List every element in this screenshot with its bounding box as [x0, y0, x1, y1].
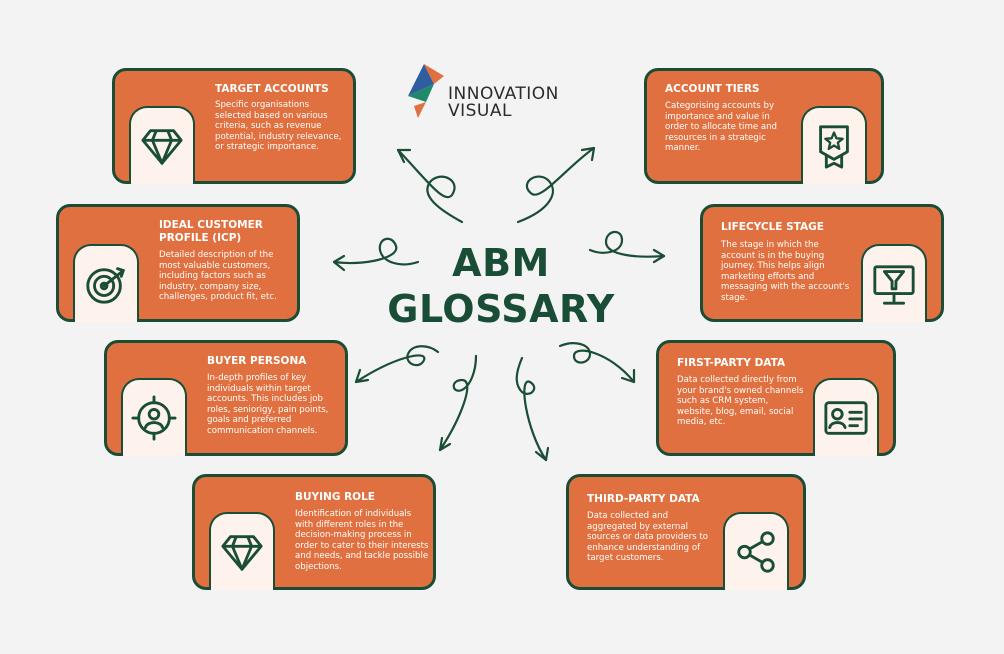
card-title: BUYER PERSONA	[207, 355, 307, 367]
persona-target-icon	[131, 395, 177, 441]
monitor-funnel-icon	[873, 265, 915, 305]
logo-line-1: INNOVATION	[448, 84, 559, 104]
card-buyer-persona: BUYER PERSONA In-depth profiles of key i…	[104, 340, 348, 456]
diamond-icon	[141, 129, 183, 165]
card-title: ACCOUNT TIERS	[665, 83, 760, 95]
card-third-party-data: THIRD-PARTY DATA Data collected and aggr…	[566, 474, 806, 590]
badge-star-icon	[819, 125, 849, 169]
card-description: The stage in which the account is in the…	[721, 240, 850, 303]
arrow-target-accounts	[396, 148, 464, 224]
card-description: Detailed description of the most valuabl…	[159, 250, 277, 303]
card-title: IDEAL CUSTOMER PROFILE (ICP)	[159, 219, 263, 244]
card-buying-role: BUYING ROLE Identification of individual…	[192, 474, 436, 590]
card-icon-box	[209, 512, 275, 590]
card-icon-box	[121, 378, 187, 456]
diamond-icon	[221, 535, 263, 571]
logo-text: INNOVATION VISUAL	[448, 86, 559, 120]
diagram-title: ABM GLOSSARY	[386, 240, 616, 332]
target-arrow-icon	[86, 267, 126, 304]
card-title: BUYING ROLE	[295, 491, 375, 503]
card-title: TARGET ACCOUNTS	[215, 83, 329, 95]
arrow-account-tiers	[516, 146, 596, 224]
card-description: Identification of individuals with diffe…	[295, 509, 429, 572]
card-icon-box	[723, 512, 789, 590]
card-title: THIRD-PARTY DATA	[587, 493, 700, 505]
id-card-icon	[824, 401, 868, 435]
card-icon-box	[813, 378, 879, 456]
share-icon	[737, 531, 775, 573]
card-first-party-data: FIRST-PARTY DATA Data collected directly…	[656, 340, 896, 456]
card-lifecycle-stage: LIFECYCLE STAGE The stage in which the a…	[700, 204, 944, 322]
arrow-buyer-persona	[354, 345, 440, 384]
card-title: FIRST-PARTY DATA	[677, 357, 786, 369]
card-description: Data collected directly from your brand'…	[677, 375, 804, 428]
arrow-third-party	[515, 356, 548, 462]
card-target-accounts: TARGET ACCOUNTS Specific organisations s…	[112, 68, 356, 184]
innovation-visual-logo: INNOVATION VISUAL	[404, 62, 604, 124]
card-icon-box	[129, 106, 195, 184]
card-account-tiers: ACCOUNT TIERS Categorising accounts by i…	[644, 68, 884, 184]
card-icon-box	[861, 244, 927, 322]
logo-line-2: VISUAL	[448, 101, 512, 121]
card-icp: IDEAL CUSTOMER PROFILE (ICP) Detailed de…	[56, 204, 300, 322]
title-line-2: GLOSSARY	[387, 287, 615, 331]
arrow-buying-role	[438, 354, 478, 452]
card-title: LIFECYCLE STAGE	[721, 221, 824, 233]
card-icon-box	[73, 244, 139, 322]
logo-mark-icon	[408, 64, 444, 118]
card-description: In-depth profiles of key individuals wit…	[207, 373, 329, 436]
title-line-1: ABM	[452, 241, 550, 285]
arrow-first-party	[558, 342, 636, 384]
card-icon-box	[801, 106, 867, 184]
card-description: Specific organisations selected based on…	[215, 100, 342, 153]
card-description: Data collected and aggregated by externa…	[587, 511, 709, 564]
card-description: Categorising accounts by importance and …	[665, 101, 777, 154]
